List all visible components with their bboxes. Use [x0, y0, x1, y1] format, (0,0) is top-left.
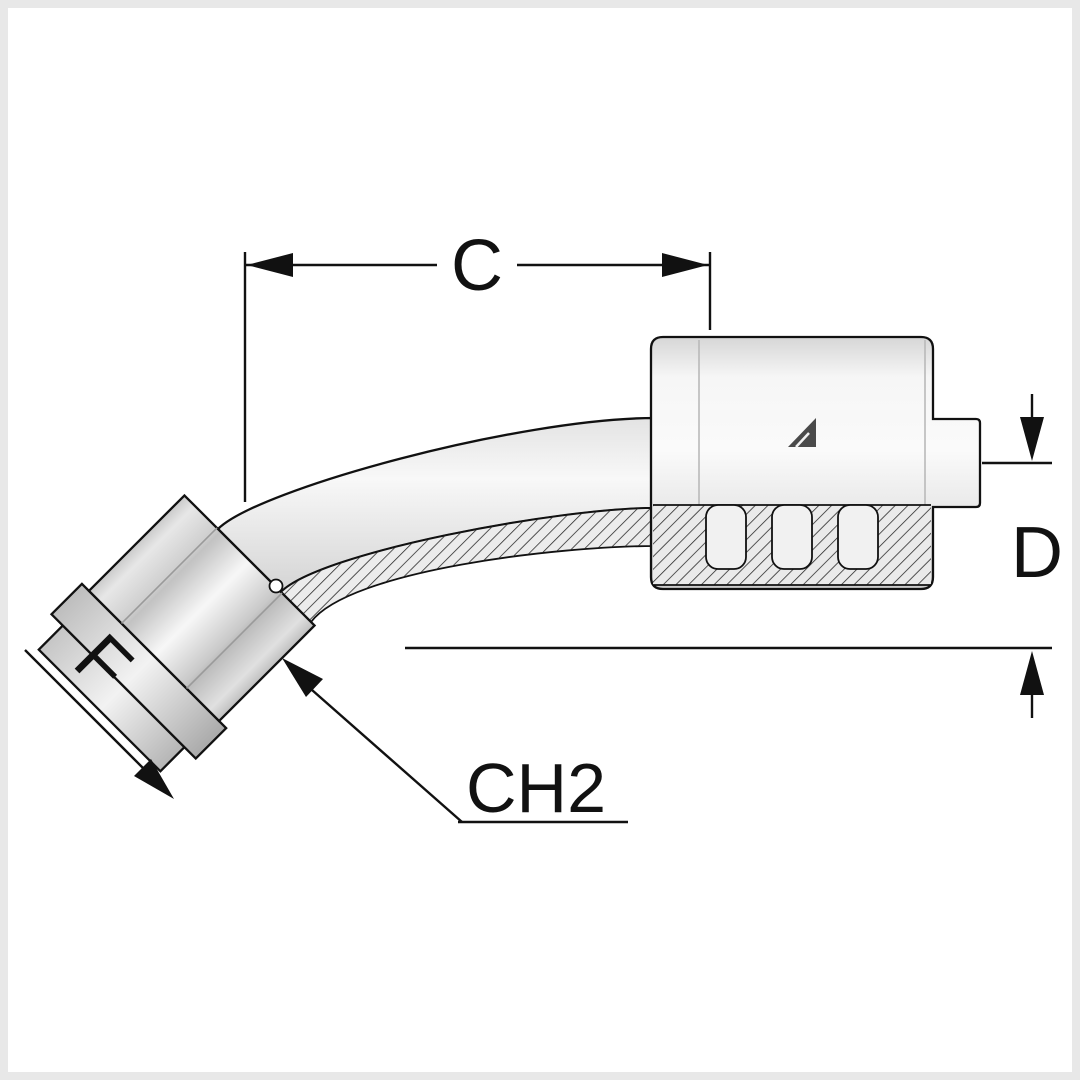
crimp-tooth: [771, 504, 813, 570]
c-arrow-right-icon: [662, 253, 708, 277]
c-arrow-left-icon: [247, 253, 293, 277]
d-arrow-up-icon: [1020, 651, 1044, 695]
brand-logo-icon: [788, 418, 816, 447]
f-arrow-icon: [134, 759, 174, 799]
hex-facet-line: [120, 527, 218, 625]
ch2-leader-line: [311, 689, 463, 823]
dimension-label-ch2: CH2: [466, 749, 606, 827]
swivel-nut: [37, 493, 317, 773]
crimp-tooth: [837, 504, 879, 570]
f-dim-line: [24, 649, 149, 774]
crimp-tooth: [705, 504, 747, 570]
dimension-c: C: [243, 226, 712, 502]
dimension-label-c: C: [451, 226, 503, 306]
hex-facet-line: [185, 592, 283, 690]
brand-logo-notch: [795, 432, 810, 448]
dimension-ch2: CH2: [282, 658, 628, 827]
d-arrow-down-icon: [1020, 417, 1044, 461]
dimension-d: D: [405, 394, 1063, 718]
ferrule-section-hatch: [653, 504, 931, 586]
dimension-label-d: D: [1011, 513, 1063, 593]
nut-hex-body: [87, 493, 317, 723]
seal-ring-detail: [268, 578, 284, 594]
ch2-arrow-icon: [282, 658, 323, 697]
